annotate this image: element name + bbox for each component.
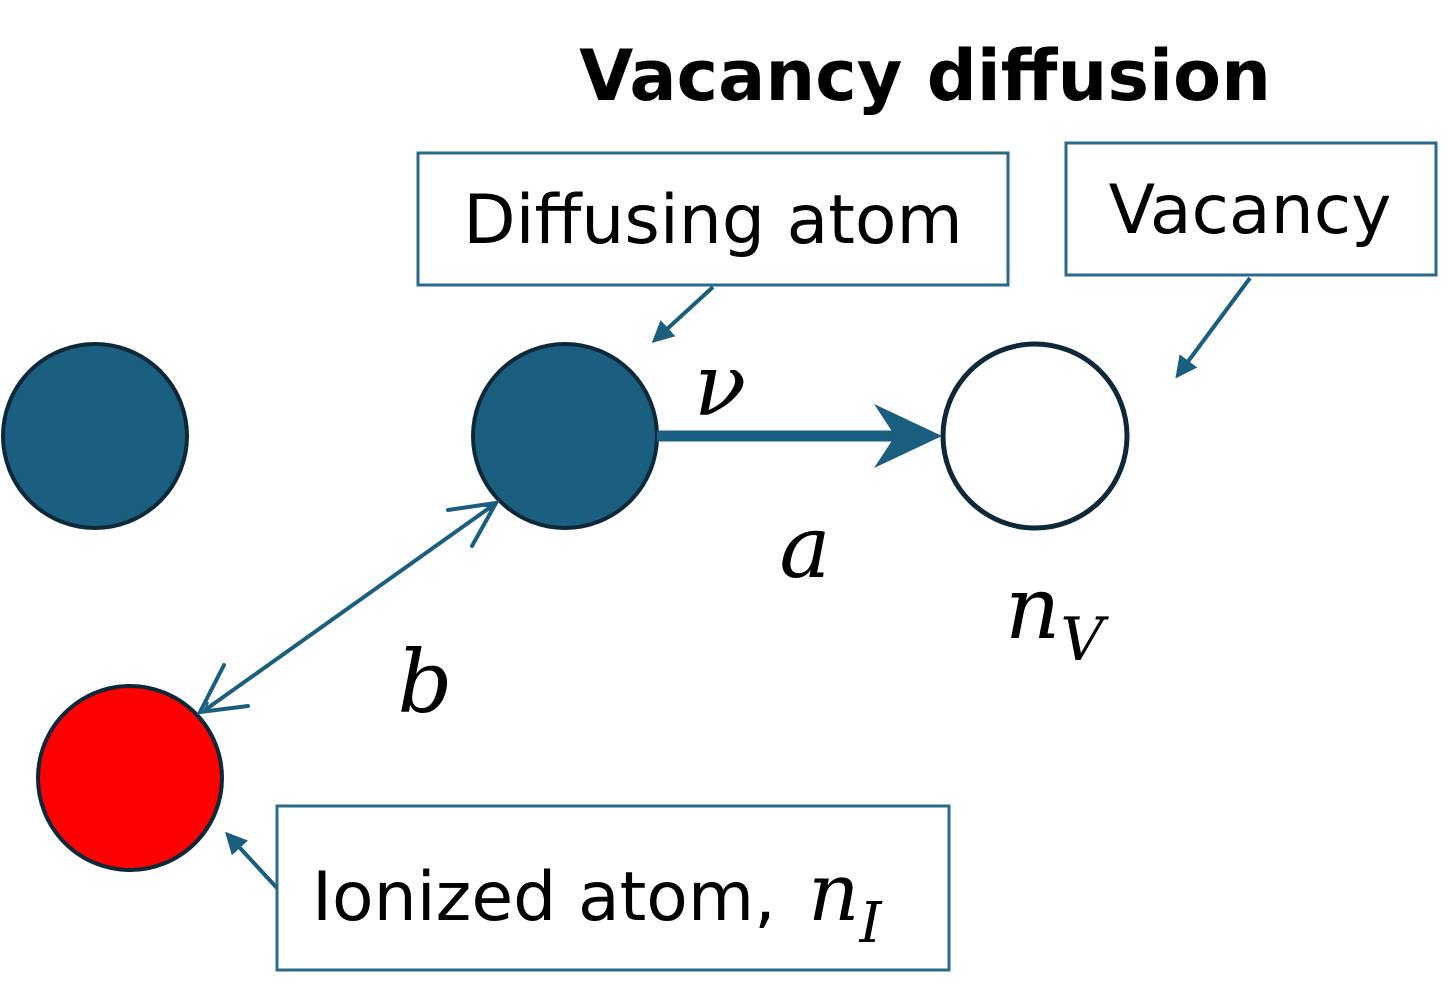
ionized-distance-arrow (203, 504, 494, 712)
diffusing-atom-pointer (651, 285, 715, 343)
diffusing-atom-label: Diffusing atom (463, 181, 963, 260)
jump-distance-symbol: a (779, 498, 830, 598)
vacancy-density-symbol: nV (1005, 559, 1109, 675)
lattice-atom (1, 342, 189, 530)
ionized-atom (36, 684, 224, 872)
ionized-atom-label: Ionized atom, (312, 858, 776, 937)
ionized-distance-arrowheads (196, 500, 500, 715)
ionized-density-symbol: nI (808, 846, 884, 956)
jump-frequency-symbol: ν (694, 336, 746, 436)
diffusing-atom (471, 342, 659, 530)
jump-arrow (657, 404, 942, 468)
vacancy-pointer (1175, 276, 1252, 379)
vacancy-callout: Vacancy (1064, 141, 1438, 277)
ionized-atom-pointer (225, 831, 279, 890)
vacancy-label: Vacancy (1109, 171, 1392, 250)
diffusing-atom-callout: Diffusing atom (416, 151, 1010, 287)
ionized-distance-symbol: b (397, 633, 452, 733)
vacancy-box (1064, 141, 1438, 277)
ionized-atom-box (275, 804, 951, 972)
ionized-atom-callout: Ionized atom, nI (275, 804, 951, 972)
vacancy-site (940, 341, 1130, 531)
diagram-title: Vacancy diffusion (579, 35, 1271, 117)
diffusing-atom-box (416, 151, 1010, 287)
